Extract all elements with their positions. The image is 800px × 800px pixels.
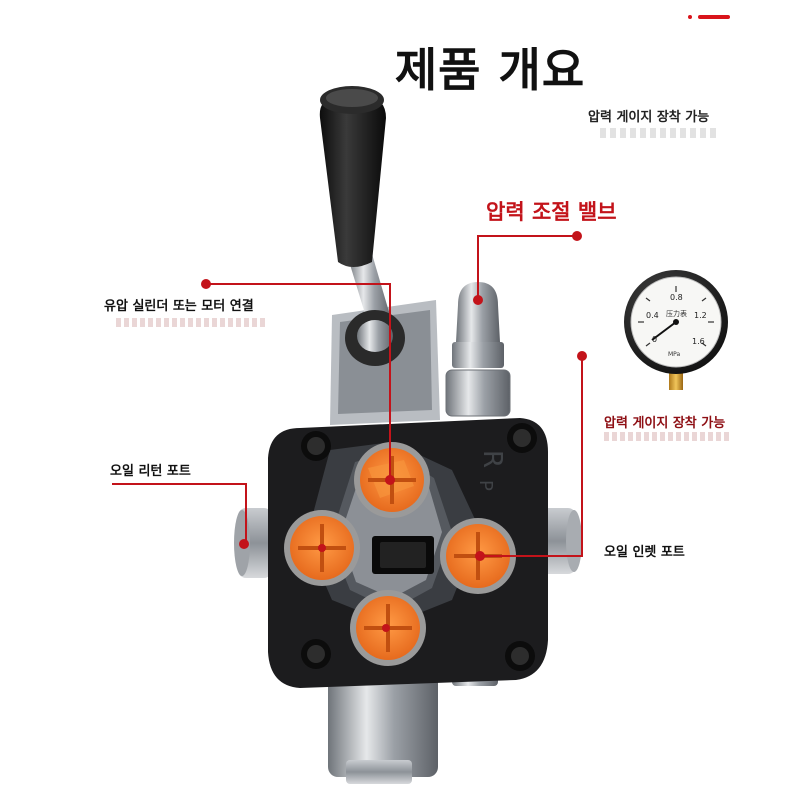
accent-dot [688, 15, 692, 19]
callout-oil-return: 오일 리턴 포트 [110, 464, 191, 479]
callout-lines [112, 235, 583, 557]
letter-p: P [475, 480, 496, 491]
blurred-caption [604, 432, 732, 441]
mounting-bolts [301, 423, 537, 671]
callout-cylinder-motor: 유압 실린더 또는 모터 연결 [104, 299, 254, 314]
gauge-needle [651, 321, 677, 341]
relief-valve-stack [445, 282, 511, 417]
gauge-unit: MPa [668, 351, 681, 358]
page-title: 제품 개요 [394, 43, 586, 97]
gauge-tick-1: 0.4 [646, 311, 659, 320]
gauge-tick-0: 0 [652, 335, 657, 344]
blurred-caption [600, 128, 720, 138]
valve-body [268, 418, 548, 688]
gauge-tick-2: 0.8 [670, 293, 683, 302]
pressure-gauge: 0 0.4 0.8 1.2 1.6 压力表 MPa [624, 270, 728, 390]
blurred-caption [116, 318, 266, 327]
callout-oil-inlet: 오일 인렛 포트 [604, 545, 685, 560]
gauge-tick-4: 1.6 [692, 337, 705, 346]
gauge-face-text: 压力表 [666, 309, 687, 318]
accent-line [698, 15, 730, 19]
letter-r: R [477, 450, 507, 468]
page-subtitle: 압력 게이지 장착 가능 [588, 110, 710, 125]
gauge-tick-3: 1.2 [694, 311, 707, 320]
callout-gauge-mount: 압력 게이지 장착 가능 [604, 416, 726, 431]
callout-pressure-valve: 압력 조절 밸브 [486, 200, 617, 224]
callout-dots [201, 231, 587, 632]
